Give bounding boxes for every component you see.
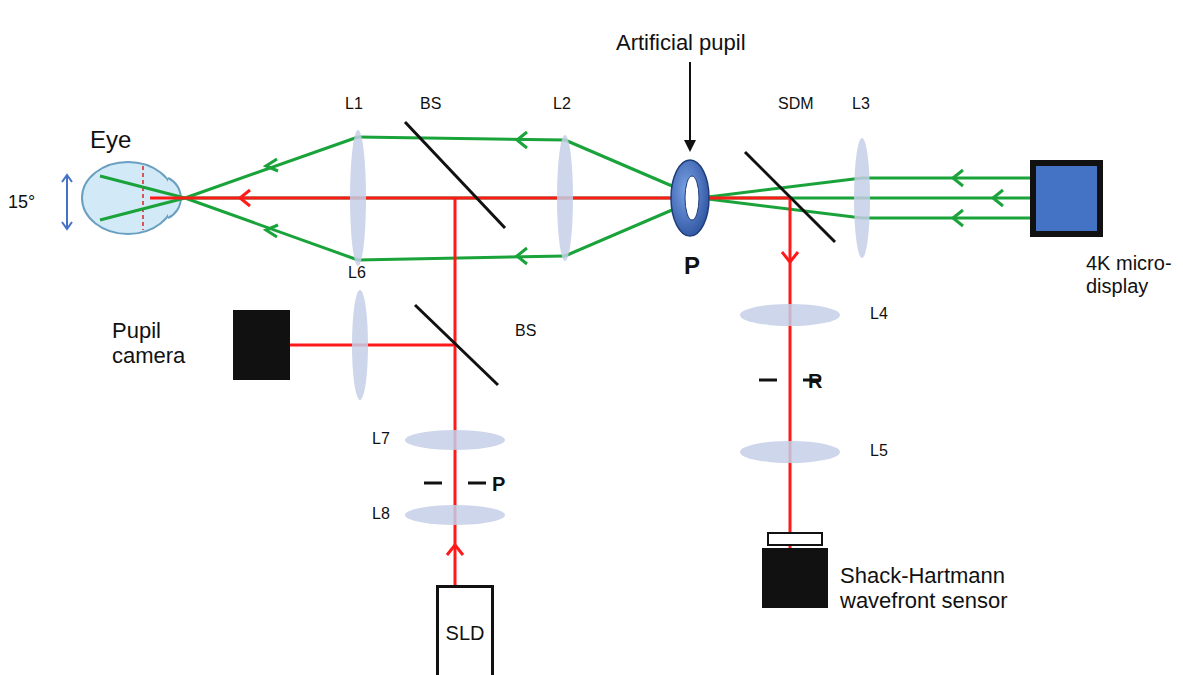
label: L6 bbox=[348, 264, 366, 282]
label: 15° bbox=[8, 192, 35, 213]
label: L7 bbox=[372, 430, 390, 448]
label: 4K micro-display bbox=[1086, 252, 1178, 298]
label: L8 bbox=[372, 505, 390, 523]
label: L4 bbox=[870, 305, 888, 323]
label: BS bbox=[515, 322, 536, 340]
label: Pupil camera bbox=[112, 318, 222, 369]
beam-splitters bbox=[405, 122, 835, 385]
lenslet-array bbox=[768, 533, 822, 545]
label: Artificial pupil bbox=[616, 30, 746, 55]
label: Shack-Hartmann wavefront sensor bbox=[840, 563, 1018, 614]
node-text: SLD bbox=[446, 622, 485, 645]
label: Eye bbox=[90, 126, 131, 154]
pupil-camera bbox=[233, 310, 290, 380]
label: BS bbox=[420, 95, 441, 113]
stops bbox=[424, 380, 821, 483]
label: SDM bbox=[778, 95, 814, 113]
probe-beam bbox=[150, 190, 798, 585]
lenses bbox=[350, 130, 870, 525]
wavefront-sensor bbox=[762, 548, 828, 608]
display-rays bbox=[100, 132, 1030, 264]
field-arrow bbox=[62, 175, 72, 229]
label: L1 bbox=[345, 95, 363, 113]
label: L3 bbox=[852, 95, 870, 113]
label: P bbox=[684, 252, 700, 280]
label: R bbox=[808, 370, 822, 393]
micro-display bbox=[1033, 163, 1100, 234]
label: P bbox=[492, 473, 505, 496]
label: L5 bbox=[870, 442, 888, 460]
label: L2 bbox=[553, 95, 571, 113]
light-source-box: SLD bbox=[436, 585, 494, 675]
artificial-pupil bbox=[671, 62, 709, 236]
